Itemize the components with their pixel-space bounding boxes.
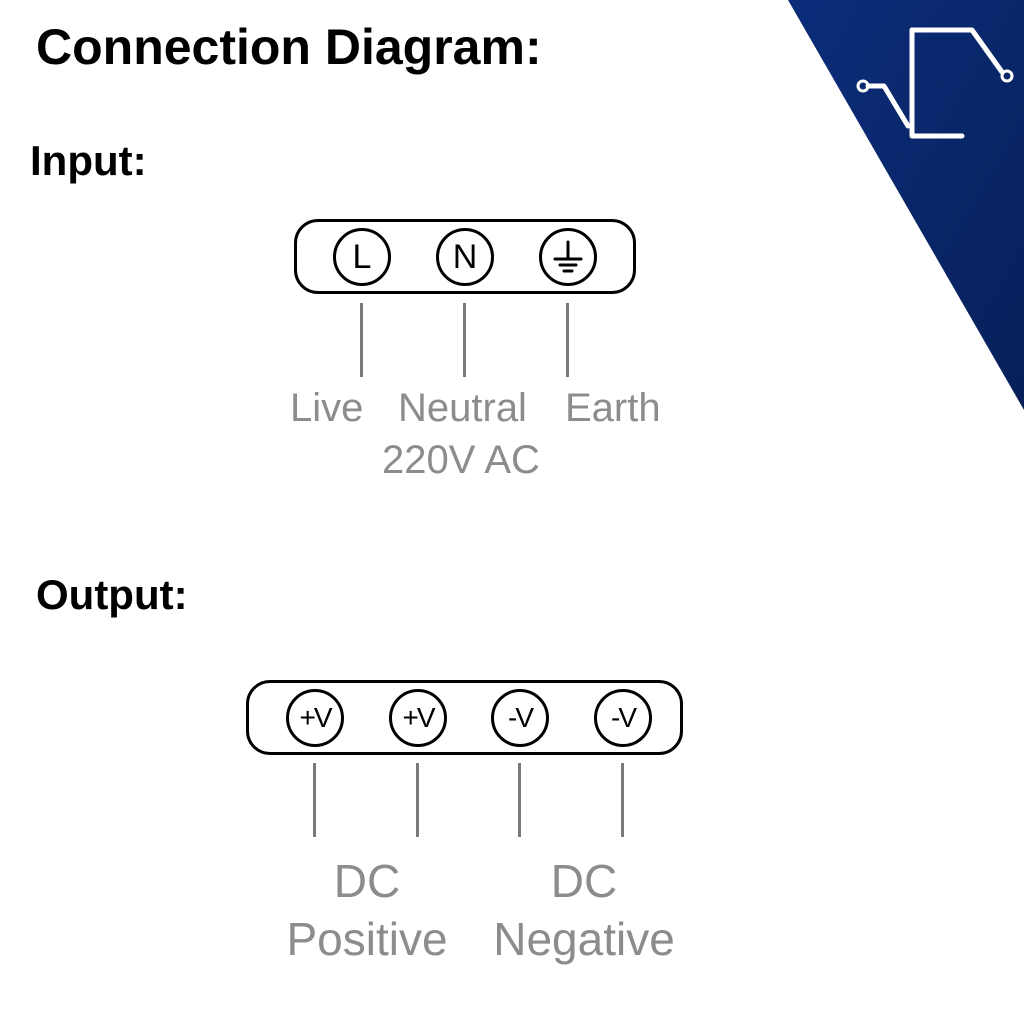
input-heading: Input: [30, 137, 147, 184]
terminal-positive-1-symbol: +V [299, 702, 332, 733]
terminal-neutral-symbol: N [452, 238, 478, 276]
wire-negative-2 [621, 763, 624, 837]
wire-positive-2 [416, 763, 419, 837]
label-dc-negative: DC Negative [472, 852, 696, 968]
label-dc-positive: DC Positive [267, 852, 467, 968]
label-live: Live [290, 386, 364, 430]
wire-neutral [463, 303, 466, 377]
terminal-negative-1-symbol: -V [508, 702, 534, 733]
output-heading: Output: [36, 571, 188, 618]
label-dc-positive-line2: Positive [286, 913, 448, 965]
page-title: Connection Diagram: [36, 19, 542, 75]
terminal-positive-2: +V [389, 689, 447, 747]
label-dc-negative-line2: Negative [493, 913, 675, 965]
label-input-voltage: 220V AC [382, 438, 540, 482]
wire-negative-1 [518, 763, 521, 837]
terminal-positive-2-symbol: +V [402, 702, 435, 733]
terminal-earth [539, 228, 597, 286]
terminal-live-symbol: L [352, 238, 372, 276]
brand-logo-icon [856, 27, 1014, 139]
terminal-neutral: N [436, 228, 494, 286]
label-dc-positive-line1: DC [333, 855, 401, 907]
terminal-negative-2-symbol: -V [611, 702, 637, 733]
label-neutral: Neutral [398, 386, 527, 430]
wire-earth [566, 303, 569, 377]
terminal-live: L [333, 228, 391, 286]
label-dc-negative-line1: DC [550, 855, 618, 907]
wire-live [360, 303, 363, 377]
terminal-positive-1: +V [286, 689, 344, 747]
earth-ground-icon [553, 240, 583, 273]
terminal-negative-2: -V [594, 689, 652, 747]
wire-positive-1 [313, 763, 316, 837]
label-earth: Earth [565, 386, 661, 430]
terminal-negative-1: -V [491, 689, 549, 747]
